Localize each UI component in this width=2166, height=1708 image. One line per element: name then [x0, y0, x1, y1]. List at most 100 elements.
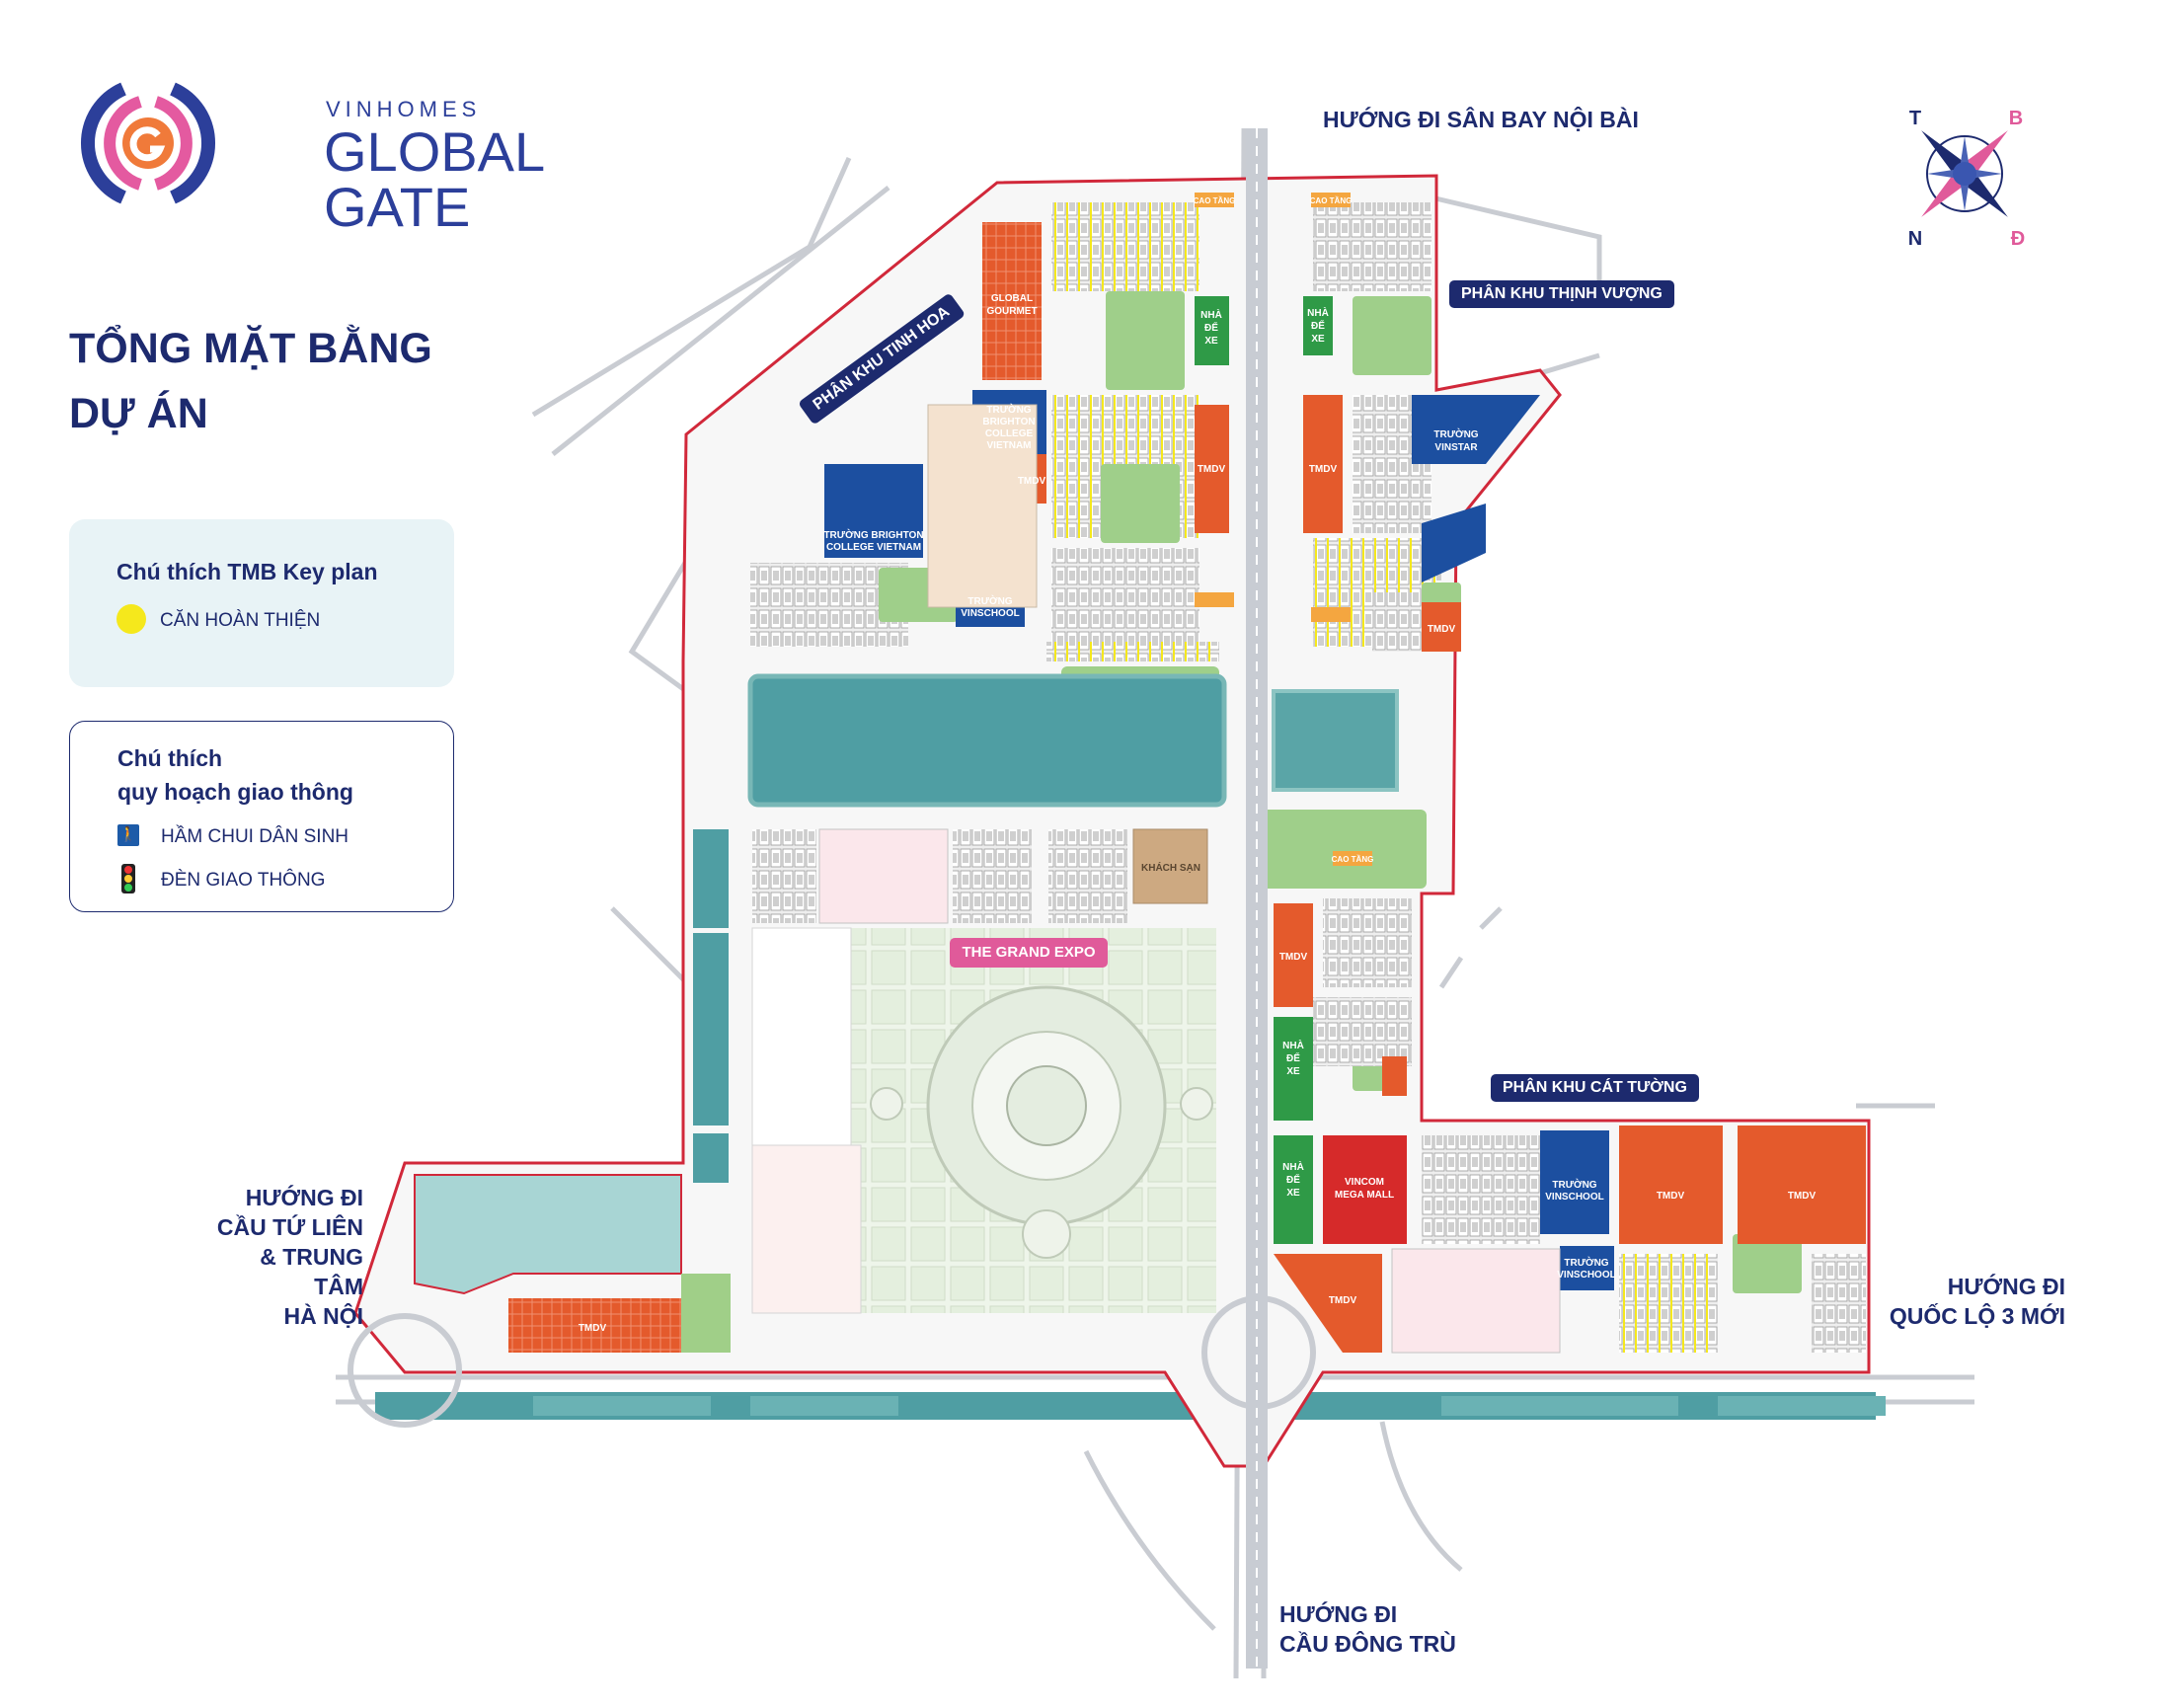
vinstar-school-block-1: [1412, 395, 1540, 464]
label-parking-3a: NHÀ: [1282, 1039, 1304, 1051]
vinschool-block-2: [1540, 1130, 1609, 1234]
east-villa-blocks: [1313, 898, 1866, 1353]
global-gourmet-block: [982, 222, 1042, 380]
direction-east: HƯỚNG ĐI QUỐC LỘ 3 MỚI: [1888, 1272, 2065, 1331]
brand-global: GLOBAL: [324, 120, 546, 183]
label-parking-2c: XE: [1311, 334, 1325, 345]
legend-keyplan-item: CĂN HOÀN THIỆN: [160, 610, 321, 631]
southwest-park: [681, 1274, 731, 1353]
square-pond: [1272, 689, 1399, 792]
west-canal: [693, 829, 729, 1183]
label-tmdv-4: TMDV: [1428, 624, 1456, 635]
label-parking-4a: NHÀ: [1282, 1160, 1304, 1173]
legend-traffic-title: Chú thích quy hoạch giao thông: [117, 741, 353, 809]
label-cao-tang-3: CAO TẦNG: [1332, 854, 1374, 864]
canal: [375, 1392, 1886, 1420]
pink-campus-southeast: [1391, 1248, 1561, 1354]
underpass-icon: 🚶: [117, 824, 139, 846]
hotel-block: [1132, 828, 1208, 904]
expo-villas-1: [752, 829, 816, 923]
legend-traffic-title-line2: quy hoạch giao thông: [117, 779, 353, 805]
label-vinschool-2a: TRƯỜNG: [1552, 1178, 1596, 1191]
direction-east-line1: HƯỚNG ĐI: [1947, 1274, 2065, 1299]
brand-logo-icon: [80, 82, 216, 204]
southwest-lake: [414, 1174, 682, 1295]
label-parking-4c: XE: [1286, 1188, 1300, 1199]
label-parking-4b: ĐỂ: [1286, 1173, 1300, 1186]
label-parking-1b: ĐỂ: [1204, 321, 1218, 334]
brighton-school-block-2: [824, 464, 923, 558]
label-brighton-4: VIETNAM: [987, 440, 1032, 451]
vinstar-school-block-2: [1422, 504, 1486, 582]
direction-west-line3: & TRUNG TÂM: [260, 1244, 363, 1299]
highway: [1246, 128, 1268, 1669]
label-parking-1a: NHÀ: [1200, 308, 1222, 321]
zone-thinh-vuong: PHÂN KHU THỊNH VƯỢNG: [1449, 280, 1674, 308]
direction-west-line4: HÀ NỘI: [283, 1303, 364, 1329]
expo-villas-3: [1048, 829, 1127, 923]
label-tmdv-3: TMDV: [1309, 464, 1338, 475]
direction-south-line2: CẦU ĐÔNG TRÙ: [1279, 1631, 1456, 1657]
legend-traffic: Chú thích quy hoạch giao thông 🚶 HẦM CHU…: [69, 721, 454, 912]
label-brighton-1: TRƯỜNG: [986, 403, 1031, 416]
zone-cat-tuong: PHÂN KHU CÁT TƯỜNG: [1491, 1074, 1699, 1102]
tmdv-block-6: [1382, 1056, 1407, 1096]
tmdv-block-4: [1422, 602, 1461, 652]
vincom-mega-mall-block: [1323, 1135, 1407, 1244]
label-parking-3c: XE: [1286, 1066, 1300, 1077]
school-blocks: [824, 390, 1614, 1290]
label-parking-1c: XE: [1204, 336, 1218, 347]
vinschool-block-3: [1560, 1246, 1614, 1290]
page-title-line1: TỔNG MẶT BẰNG: [69, 325, 432, 372]
label-parking-3b: ĐỂ: [1286, 1051, 1300, 1064]
label-tmdv-1: TMDV: [1018, 476, 1046, 487]
label-vincom-2: MEGA MALL: [1335, 1190, 1394, 1201]
label-tmdv-6: TMDV: [1657, 1191, 1685, 1202]
tmdv-block-7: [1619, 1126, 1723, 1244]
page-title: TỔNG MẶT BẰNG DỰ ÁN: [69, 316, 432, 446]
central-lake: [747, 673, 1227, 808]
tmdv-block-3: [1303, 395, 1343, 533]
label-parking-2b: ĐỂ: [1311, 319, 1325, 332]
tmdv-southwest: [508, 1298, 681, 1353]
direction-north: HƯỚNG ĐI SÂN BAY NỘI BÀI: [1323, 107, 1639, 132]
legend-traffic-item1: HẦM CHUI DÂN SINH: [161, 826, 349, 847]
label-vinschool-1b: VINSCHOOL: [961, 608, 1019, 619]
label-global-gourmet-1: GLOBAL: [991, 293, 1033, 304]
finished-unit-dot-icon: [116, 604, 146, 634]
beige-school-campus: [927, 404, 1038, 608]
tmdv-block-8: [1738, 1126, 1866, 1244]
brand-gate: GATE: [324, 176, 471, 238]
direction-south: HƯỚNG ĐI CẦU ĐÔNG TRÙ: [1279, 1599, 1456, 1659]
compass-t: T: [1909, 108, 1921, 129]
compass-b: B: [2009, 108, 2023, 129]
exhibition-pink-block: [818, 828, 949, 924]
label-brighton-b1: TRƯỜNG BRIGHTON: [823, 528, 923, 541]
label-vinschool-3a: TRƯỜNG: [1564, 1256, 1608, 1269]
label-vincom-1: VINCOM: [1345, 1177, 1384, 1188]
expo-west-building: [751, 927, 852, 1146]
expo-south-building: [751, 1144, 862, 1314]
legend-traffic-item2: ĐÈN GIAO THÔNG: [161, 870, 326, 891]
tmdv-block-2: [1195, 405, 1229, 533]
label-vinschool-1a: TRƯỜNG: [967, 594, 1012, 607]
tmdv-block-5: [1274, 903, 1313, 1007]
brand-vinhomes: VINHOMES: [326, 97, 482, 121]
label-tmdv-5: TMDV: [1279, 952, 1308, 963]
direction-west-line2: CẦU TỨ LIÊN: [216, 1214, 363, 1240]
traffic-light-icon: [121, 864, 135, 893]
direction-west-line1: HƯỚNG ĐI: [245, 1185, 363, 1210]
label-brighton-b2: COLLEGE VIETNAM: [826, 542, 921, 553]
parking-1: [1195, 296, 1229, 365]
parking-blocks: [1195, 296, 1333, 1244]
compass-rose: T B N Đ: [1908, 108, 2025, 250]
label-vinschool-3b: VINSCHOOL: [1557, 1270, 1615, 1281]
tmdv-block-9: [1274, 1254, 1382, 1353]
parking-3: [1274, 1017, 1313, 1121]
direction-east-line2: QUỐC LỘ 3 MỚI: [1889, 1303, 2065, 1329]
label-global-gourmet-2: GOURMET: [986, 306, 1037, 317]
compass-d: Đ: [2011, 228, 2025, 250]
label-tmdv-8: TMDV: [1329, 1295, 1357, 1306]
label-cao-tang-1: CAO TẦNG: [1194, 195, 1236, 205]
